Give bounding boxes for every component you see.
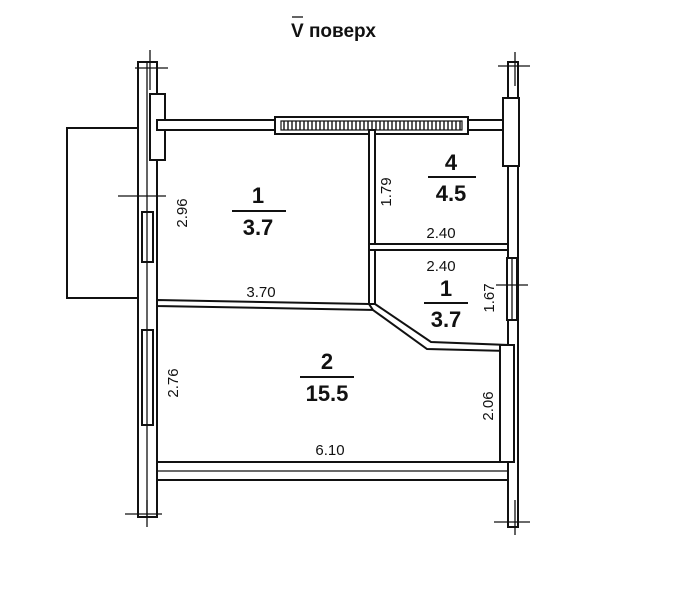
dim-room2-height-right: 2.06 [480, 391, 497, 420]
room-2-number: 2 [321, 349, 333, 374]
dim-room1-width: 2.40 [426, 258, 455, 275]
dim-room3-height: 2.96 [174, 198, 191, 227]
room-3-number: 1 [252, 183, 264, 208]
floor-title: V поверх [291, 21, 376, 42]
dim-room1-height: 1.67 [481, 283, 498, 312]
room-4-area: 4.5 [436, 181, 467, 206]
dim-room2-height-left: 2.76 [165, 368, 182, 397]
balcony-outline [66, 127, 138, 299]
dim-room3-width: 3.70 [246, 284, 275, 301]
vent-hatch [280, 120, 463, 131]
partition-3-2 [156, 298, 376, 312]
partition-3-4 [368, 129, 376, 247]
room-1-number: 1 [440, 276, 452, 301]
room-3-area: 3.7 [243, 215, 274, 240]
room-2-area: 15.5 [306, 381, 349, 406]
dim-room2-width: 6.10 [315, 442, 344, 459]
dim-room4-width: 2.40 [426, 225, 455, 242]
room-4-number: 4 [445, 150, 458, 175]
window-right-top [502, 97, 520, 167]
partition-1-left [368, 249, 376, 305]
partition-4-1 [368, 243, 509, 251]
room2-right-wall [499, 344, 515, 463]
room-1-area: 3.7 [431, 307, 462, 332]
dim-room4-height: 1.79 [378, 177, 395, 206]
